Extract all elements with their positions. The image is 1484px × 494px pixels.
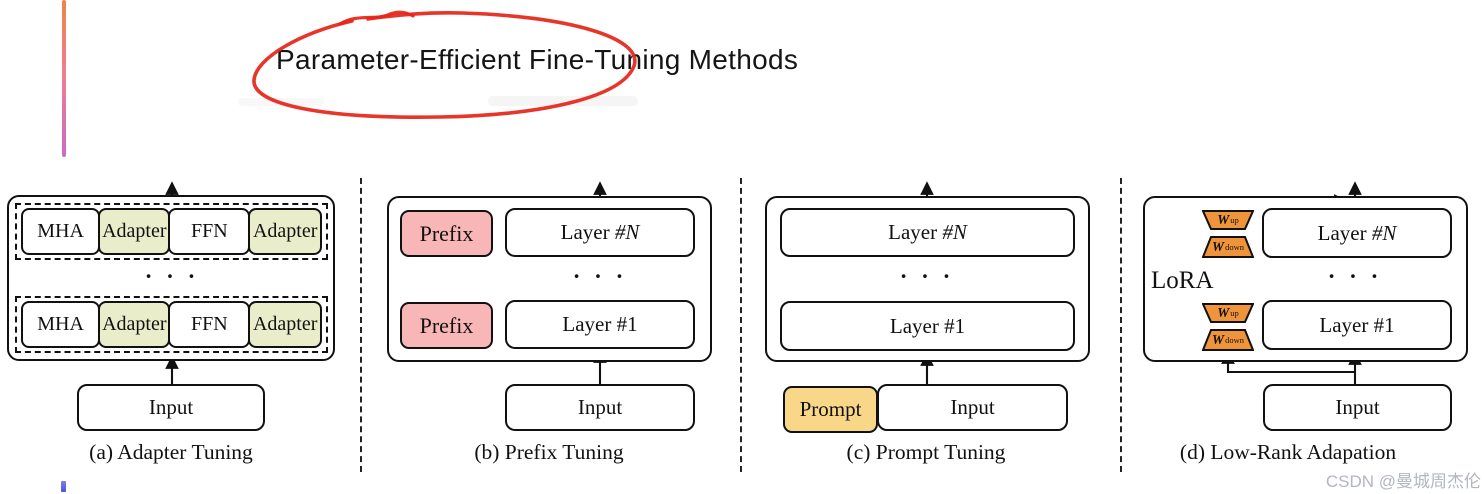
lora-label: LoRA [1151,267,1214,294]
layer-1-box: Layer #1 [1262,300,1452,350]
ellipsis-dots: · · · [144,264,200,289]
adapter-box: Adapter [248,301,322,348]
ffn-label: FFN [191,220,228,242]
adapter-box: Adapter [248,208,322,255]
prefix-box: Prefix [400,302,493,349]
prefix-label: Prefix [419,220,474,246]
layer-1-box: Layer #1 [505,300,695,349]
adapter-label: Adapter [102,313,167,335]
mha-box: MHA [21,208,101,255]
panel-a-caption: (a) Adapter Tuning [89,440,253,464]
input-box: Input [505,384,695,431]
layer-1-label: Layer #1 [1319,312,1395,337]
adapter-label: Adapter [252,313,318,335]
input-box: Input [877,384,1068,431]
ellipsis-dots: · · · [1327,264,1383,289]
panel-a-top-block: MHA Adapter FFN Adapter [15,203,328,260]
input-box: Input [77,384,265,431]
prefix-label: Prefix [419,312,474,338]
panel-separator [1120,178,1122,472]
slide-title: Parameter-Efficient Fine-Tuning Methods [276,44,799,75]
layer-n-box: Layer #N [505,208,695,257]
layer-n-box: Layer #N [1262,208,1452,258]
prompt-label: Prompt [799,397,862,421]
adapter-label: Adapter [102,220,167,242]
layer-n-label: Layer #N [1317,220,1397,245]
panel-a-bottom-block: MHA Adapter FFN Adapter [15,296,328,353]
ellipsis-dots: · · · [572,264,628,289]
ffn-label: FFN [191,313,228,335]
mha-label: MHA [37,220,84,242]
smudge [488,96,638,106]
layer-1-label: Layer #1 [562,312,638,336]
left-blue-line [61,481,66,492]
layer-n-label: Layer #N [560,220,640,244]
ffn-box: FFN [168,301,251,348]
left-gradient-line [62,0,66,157]
layer-1-label: Layer #1 [889,313,966,338]
panel-d-caption: (d) Low-Rank Adapation [1179,440,1397,464]
input-label: Input [1335,395,1380,419]
csdn-watermark: CSDN @曼城周杰伦 [1325,472,1481,491]
input-box: Input [1263,384,1452,431]
layer-n-label: Layer #N [888,220,967,244]
input-label: Input [950,395,995,419]
mha-box: MHA [21,301,101,348]
panel-separator [360,178,362,472]
panel-separator [740,178,742,472]
panel-c-caption: (c) Prompt Tuning [846,440,1006,464]
layer-n-box: Layer #N [780,208,1075,257]
layer-1-box: Layer #1 [780,301,1075,351]
prompt-box: Prompt [783,386,878,433]
ffn-box: FFN [168,208,251,255]
adapter-box: Adapter [98,208,171,255]
adapter-label: Adapter [252,220,318,242]
adapter-box: Adapter [98,301,171,348]
prefix-box: Prefix [400,210,493,257]
panel-b-caption: (b) Prefix Tuning [474,440,624,464]
mha-label: MHA [37,313,84,335]
input-label: Input [577,395,623,419]
ellipsis-dots: · · · [899,264,955,289]
input-label: Input [148,395,194,419]
